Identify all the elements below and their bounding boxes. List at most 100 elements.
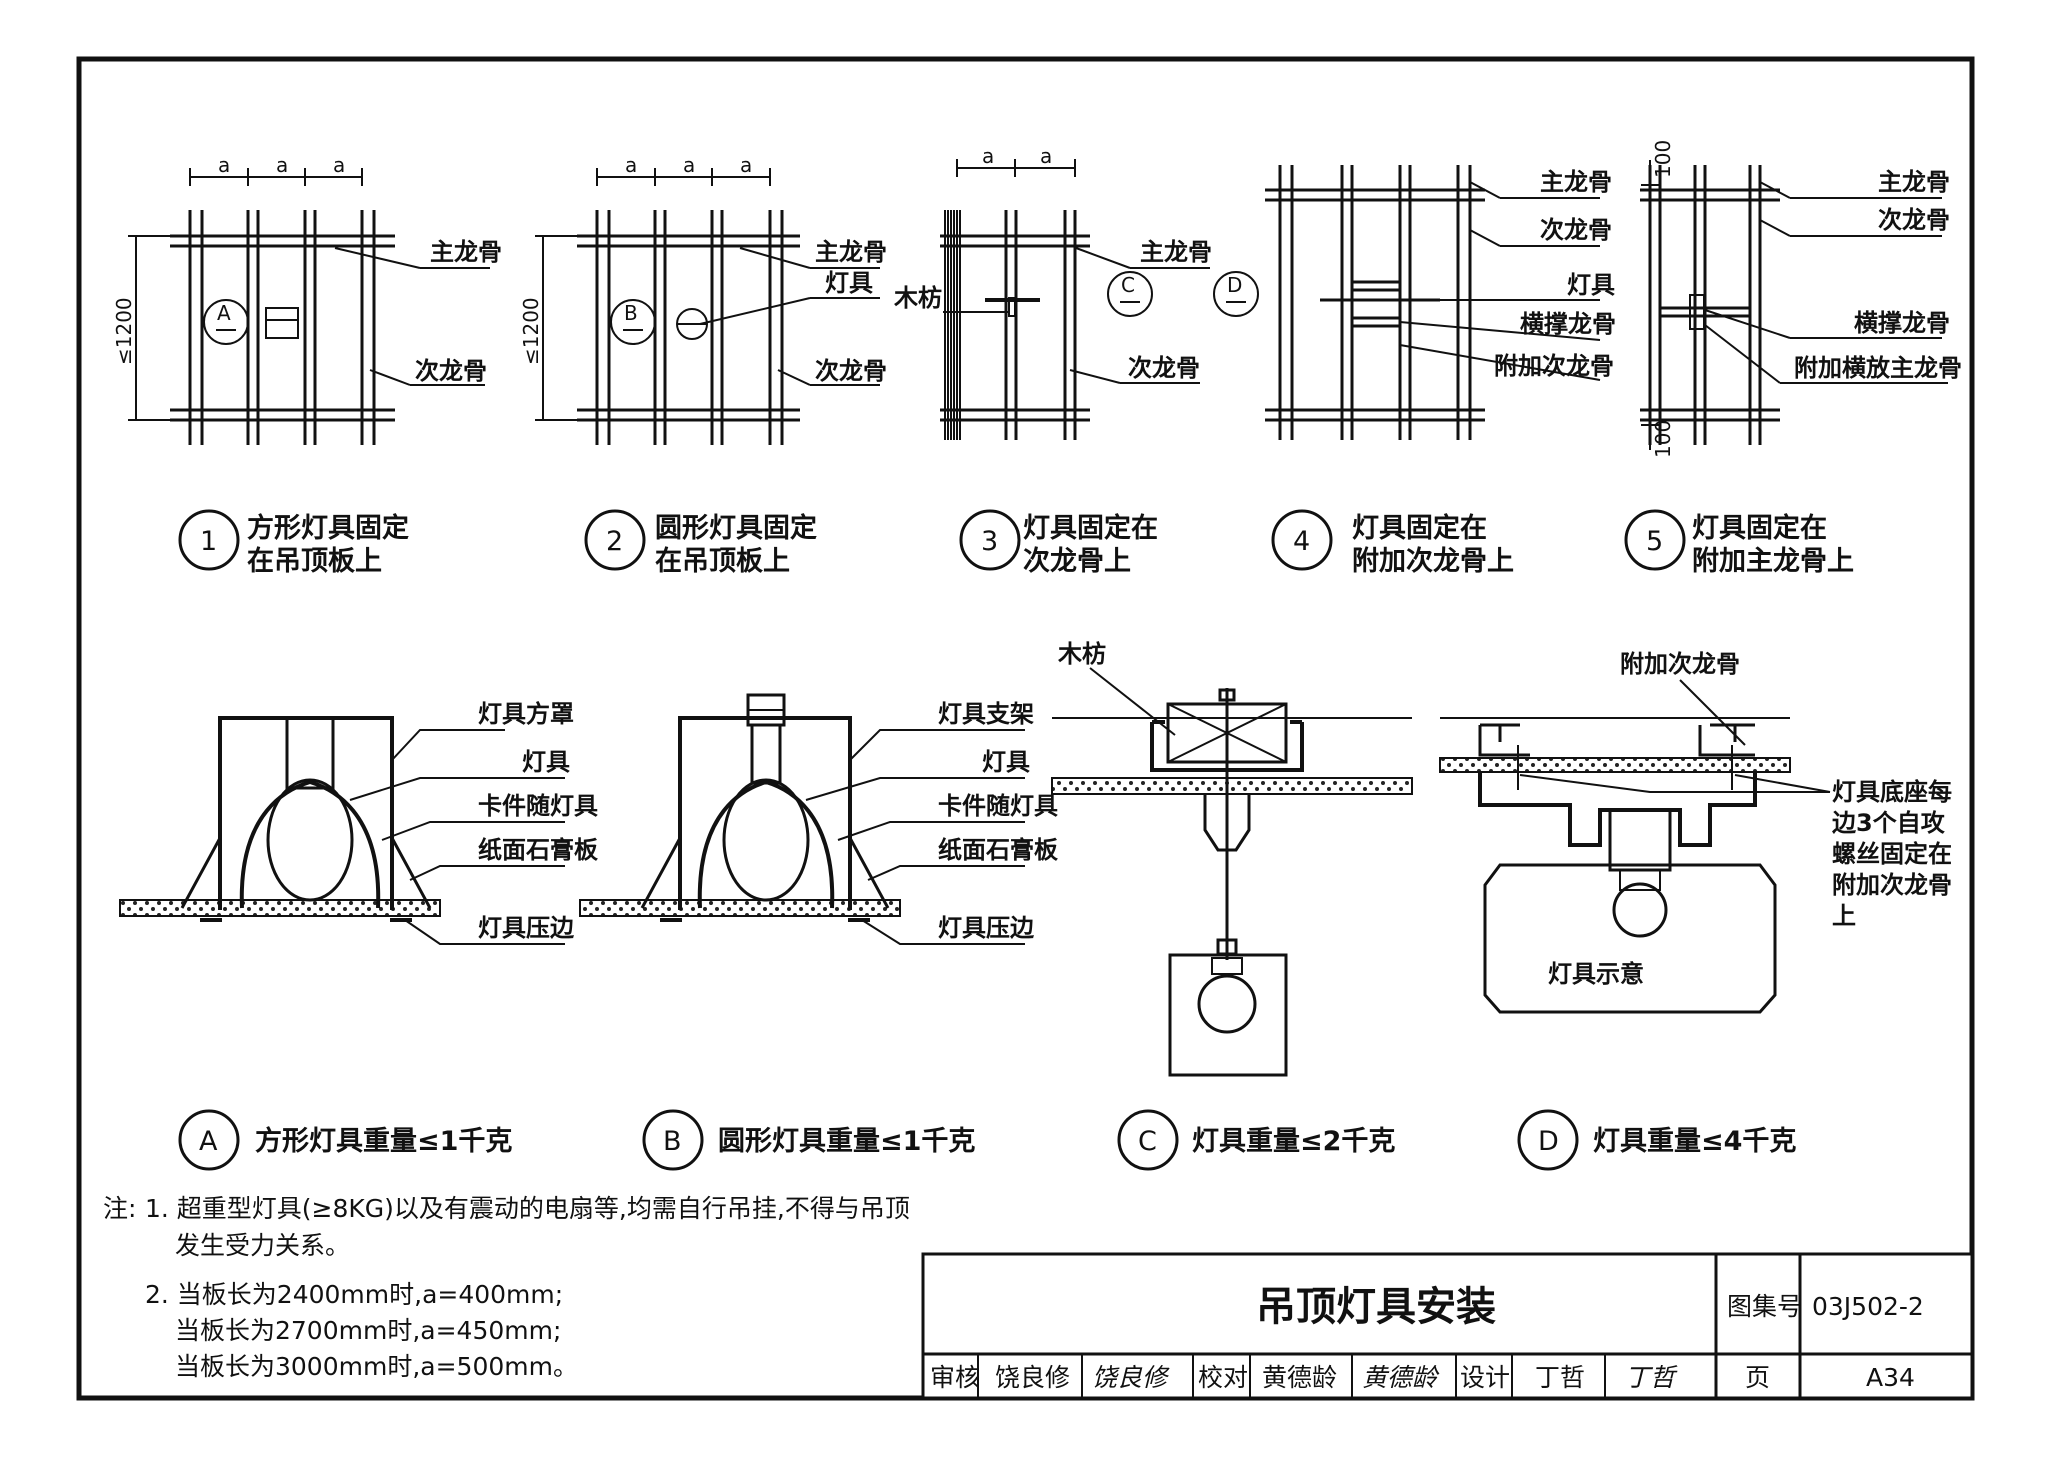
bubble-c: C [1121,273,1135,297]
plan-3-fix-on-sub-runner: a a 木枋 C 主龙骨 次龙骨 [893,144,1212,440]
label-main-runner: 主龙骨 [430,238,502,266]
caption-text: 灯具重量≤2千克 [1192,1125,1395,1157]
label-note-line5: 上 [1832,902,1856,930]
caption-letter: C [1138,1126,1157,1157]
section-b-round-fixture: 灯具支架 灯具 卡件随灯具 纸面石膏板 灯具压边 [579,693,1059,945]
caption-line1: 方形灯具固定 [247,512,409,544]
label-clip: 卡件随灯具 [478,792,598,820]
caption-line1: 灯具固定在 [1692,512,1827,544]
dim-1200: ≤1200 [112,297,136,365]
caption-number: 4 [1293,526,1310,557]
dim-a: a [982,144,994,168]
plan-caption-2: 2 圆形灯具固定 在吊顶板上 [584,509,817,577]
section-caption-b: B 圆形灯具重量≤1千克 [642,1109,975,1171]
caption-line2: 在吊顶板上 [655,546,790,577]
label-extra-sub: 附加次龙骨 [1494,352,1614,380]
label-note-line4: 附加次龙骨 [1832,871,1952,899]
dim-100: 100 [1651,420,1675,458]
dim-a: a [276,153,288,177]
caption-line1: 圆形灯具固定 [655,512,817,544]
dim-100: 100 [1651,140,1675,178]
plan-1-square-fixture: a a a ≤1200 A 主龙骨 次龙骨 [112,153,502,445]
label-lamp: 灯具 [825,269,873,297]
label-fixture-schematic: 灯具示意 [1548,960,1644,988]
section-c-sub-runner-fixture: 木枋 [1051,640,1413,1077]
review-signature: 饶良修 [1092,1363,1170,1392]
dim-a: a [1040,144,1052,168]
caption-letter: D [1538,1126,1559,1157]
label-lamp: 灯具 [1567,271,1615,299]
dim-a: a [625,153,637,177]
label-trim: 灯具压边 [478,914,575,942]
check-name: 黄德龄 [1262,1363,1337,1392]
bubble-b: B [624,301,638,325]
caption-letter: A [199,1126,218,1157]
dim-a: a [683,153,695,177]
label-sub-runner: 次龙骨 [1128,354,1200,382]
label-brace-runner: 横撑龙骨 [1520,310,1616,338]
section-a-square-fixture: 灯具方罩 灯具 卡件随灯具 纸面石膏板 灯具压边 [119,700,599,945]
dim-1200: ≤1200 [519,297,543,365]
label-wood: 木枋 [1057,640,1106,668]
review-label: 审核 [930,1363,980,1392]
label-gypsum-board: 纸面石膏板 [938,836,1059,864]
caption-number: 5 [1646,526,1663,557]
section-caption-c: C 灯具重量≤2千克 [1117,1109,1395,1171]
plan-4-fix-on-extra-sub: D 主龙骨 次龙骨 灯具 横撑龙骨 附加次龙骨 [1213,165,1616,440]
caption-text: 灯具重量≤4千克 [1593,1125,1796,1157]
label-extra-main: 附加横放主龙骨 [1794,354,1962,382]
plan-5-fix-on-extra-main: 100 100 主龙骨 次龙骨 横撑龙骨 附加横放主龙骨 [1640,140,1962,458]
bubble-d: D [1227,273,1242,297]
caption-line1: 灯具固定在 [1023,512,1158,544]
bubble-a: A [217,301,231,325]
caption-line1: 灯具固定在 [1352,512,1487,544]
caption-line2: 在吊顶板上 [247,546,382,577]
section-caption-d: D 灯具重量≤4千克 [1517,1109,1796,1171]
label-note-line1: 灯具底座每 [1832,778,1952,806]
atlas-number: 03J502-2 [1812,1292,1924,1321]
note-1-line1: 1. 超重型灯具(≥8KG)以及有震动的电扇等,均需自行吊挂,不得与吊顶 [145,1194,910,1223]
caption-text: 圆形灯具重量≤1千克 [718,1125,975,1157]
notes: 注: 1. 超重型灯具(≥8KG)以及有震动的电扇等,均需自行吊挂,不得与吊顶 … [103,1194,910,1381]
dim-a: a [333,153,345,177]
caption-line2: 附加主龙骨上 [1692,546,1854,577]
caption-text: 方形灯具重量≤1千克 [255,1125,512,1157]
label-note-line2: 边3个自攻 [1832,809,1946,837]
caption-letter: B [663,1126,682,1157]
design-signature: 丁哲 [1625,1363,1678,1392]
note-2-line2: 当板长为2700mm时,a=450mm; [175,1316,561,1345]
notes-prefix: 注: [103,1194,136,1223]
design-label: 设计 [1460,1363,1510,1392]
page-number: A34 [1866,1363,1915,1392]
section-caption-a: A 方形灯具重量≤1千克 [178,1109,512,1171]
label-extra-sub: 附加次龙骨 [1620,650,1740,678]
note-1-line2: 发生受力关系。 [175,1231,350,1260]
dim-a: a [218,153,230,177]
label-shade: 灯具方罩 [478,700,574,728]
caption-number: 3 [981,526,998,557]
plan-caption-4: 4 灯具固定在 附加次龙骨上 [1271,509,1514,577]
page-label: 页 [1745,1363,1770,1392]
review-name: 饶良修 [995,1363,1070,1392]
plan-caption-5: 5 灯具固定在 附加主龙骨上 [1624,509,1854,577]
label-brace-runner: 横撑龙骨 [1854,309,1950,337]
label-bracket: 灯具支架 [938,700,1034,728]
title-block: 吊顶灯具安装 图集号 03J502-2 页 A34 审核 饶良修 饶良修 校对 … [921,1252,1974,1400]
label-lamp: 灯具 [522,748,570,776]
plan-2-round-fixture: a a a ≤1200 B 主龙骨 灯具 次龙骨 [519,153,887,445]
label-main-runner: 主龙骨 [815,238,887,266]
note-2-line3: 当板长为3000mm时,a=500mm。 [175,1352,578,1381]
caption-line2: 附加次龙骨上 [1352,546,1514,577]
caption-line2: 次龙骨上 [1023,546,1131,577]
plan-caption-1: 1 方形灯具固定 在吊顶板上 [178,509,409,577]
caption-number: 2 [606,526,623,557]
label-main-runner: 主龙骨 [1878,168,1950,196]
label-sub-runner: 次龙骨 [815,357,887,385]
section-d-extra-sub-fixture: 附加次龙骨 灯具底座每 边3个自攻 螺丝固定在 附加次龙骨 上 灯具示意 [1439,650,1952,1014]
design-name: 丁哲 [1535,1363,1585,1392]
label-sub-runner: 次龙骨 [1540,216,1612,244]
label-gypsum-board: 纸面石膏板 [478,836,599,864]
label-note-line3: 螺丝固定在 [1832,840,1952,868]
label-clip: 卡件随灯具 [938,792,1058,820]
